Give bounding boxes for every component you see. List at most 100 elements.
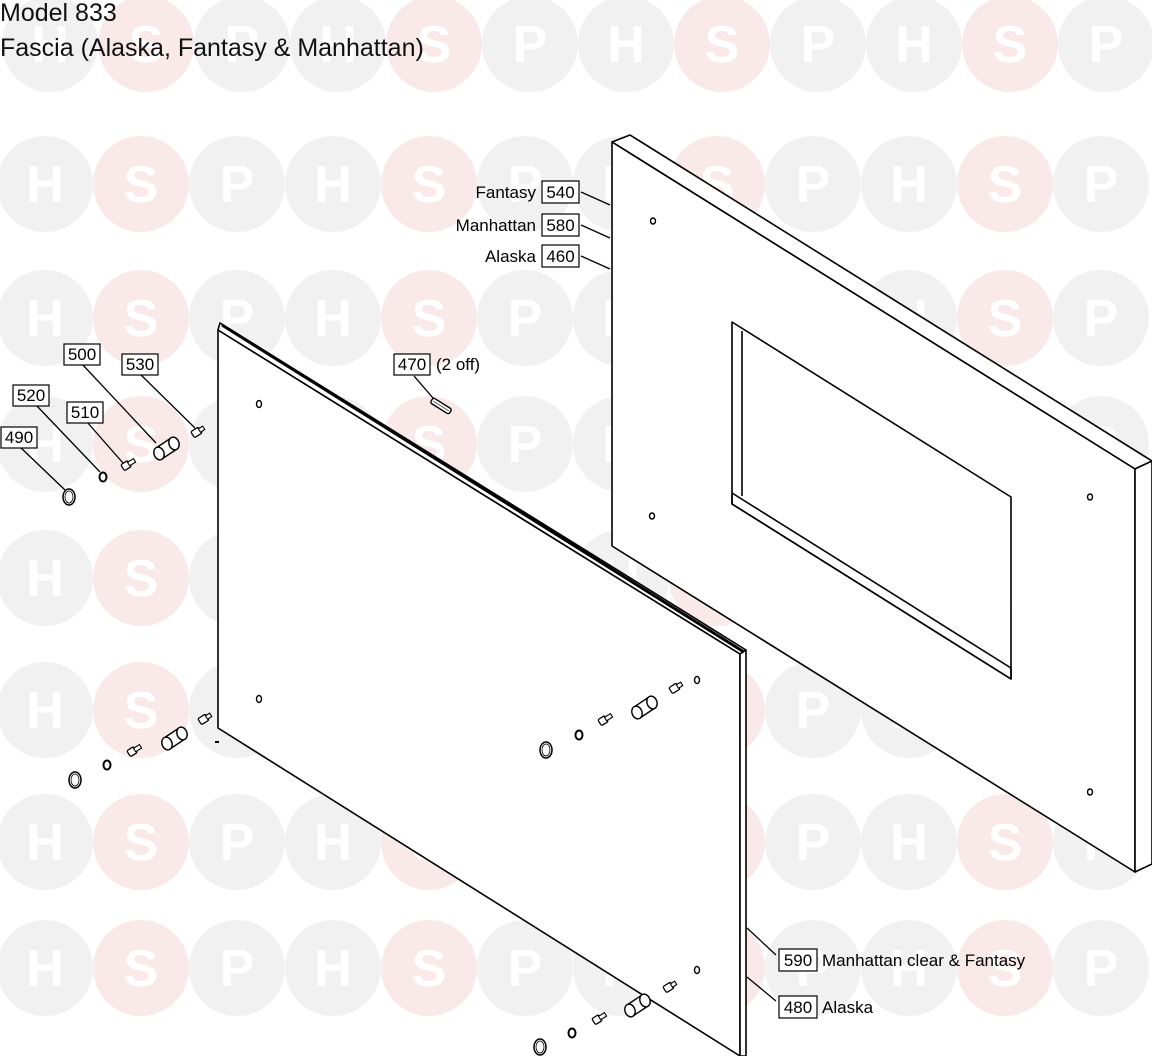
watermark-circle xyxy=(765,794,861,890)
screw xyxy=(126,743,143,757)
watermark-circle xyxy=(957,136,1053,232)
watermark-circle xyxy=(477,136,573,232)
watermark-circle xyxy=(386,0,482,92)
watermark-letter: P xyxy=(801,16,836,74)
watermark-circle xyxy=(194,0,290,92)
callout-470-part: 470 xyxy=(398,355,426,374)
watermark-circle xyxy=(93,270,189,366)
screw xyxy=(591,1011,608,1025)
callout-510-part: 510 xyxy=(71,403,99,422)
pin xyxy=(197,712,213,725)
watermark-circle xyxy=(866,0,962,92)
watermark-letter: H xyxy=(319,16,357,74)
frame-hole xyxy=(1086,788,1094,796)
o-ring-inner xyxy=(70,773,80,787)
watermark-circle xyxy=(381,920,477,1016)
watermark-letter: S xyxy=(124,940,159,998)
watermark-letter: S xyxy=(412,290,447,348)
fascia-frame xyxy=(611,134,1152,873)
watermark-circle xyxy=(861,794,957,890)
watermark-circle xyxy=(0,530,93,626)
watermark-letter: H xyxy=(26,156,64,214)
watermark-letter: H xyxy=(890,940,928,998)
watermark-letter: S xyxy=(124,550,159,608)
watermark-circle xyxy=(93,136,189,232)
watermark-letter: S xyxy=(988,290,1023,348)
watermark-letter: P xyxy=(796,156,831,214)
watermark-letter: P xyxy=(225,16,260,74)
callout-590-part: 590 xyxy=(784,951,812,970)
watermark-letter: H xyxy=(26,682,64,740)
frame-window-lip xyxy=(731,492,1012,680)
o-ring-inner xyxy=(535,1040,545,1054)
glass-hole xyxy=(693,675,701,685)
watermark-circle xyxy=(1053,920,1149,1016)
callout-520: 520 xyxy=(12,384,50,407)
watermark-circle xyxy=(93,662,189,758)
watermark-letter: P xyxy=(508,156,543,214)
watermark-circle xyxy=(957,794,1053,890)
washer xyxy=(574,729,584,741)
watermark-letter: H xyxy=(314,290,352,348)
watermark-letter: H xyxy=(890,156,928,214)
callout-520-part: 520 xyxy=(17,386,45,405)
callout-490-part: 490 xyxy=(5,428,33,447)
watermark-letter: P xyxy=(220,940,255,998)
o-ring-inner xyxy=(64,490,74,504)
watermark-circle xyxy=(861,920,957,1016)
frame-hole xyxy=(649,217,657,225)
callout-500: 500 xyxy=(63,343,101,366)
watermark-letter: H xyxy=(314,814,352,872)
watermark-circle xyxy=(93,794,189,890)
watermark-letter: P xyxy=(220,156,255,214)
spacer xyxy=(153,436,180,461)
watermark-circle xyxy=(381,270,477,366)
watermark-letter: H xyxy=(890,814,928,872)
hardware-set-lower-left xyxy=(68,712,213,789)
watermark-circle xyxy=(290,0,386,92)
spacer xyxy=(631,695,658,720)
watermark-letter: H xyxy=(26,814,64,872)
washer xyxy=(98,471,108,483)
watermark-letter: H xyxy=(607,16,645,74)
watermark-letter: H xyxy=(31,16,69,74)
watermark-circle xyxy=(285,920,381,1016)
watermark-letter: H xyxy=(314,940,352,998)
hardware-detached-set xyxy=(62,425,206,506)
callout-480-part: 480 xyxy=(784,998,812,1017)
glass-hole xyxy=(255,694,263,704)
callout-manhattan-part: 580 xyxy=(546,216,574,235)
watermark-circle xyxy=(0,662,93,758)
watermark-circle xyxy=(482,0,578,92)
title-block: Model 833 Fascia (Alaska, Fantasy & Manh… xyxy=(0,0,424,66)
watermark-circle xyxy=(93,920,189,1016)
watermark-circle xyxy=(381,136,477,232)
callout-fantasy-540: Fantasy 540 xyxy=(476,180,580,204)
watermark-circle xyxy=(477,920,573,1016)
callout-fantasy-part: 540 xyxy=(546,183,574,202)
diagram-subtitle: Fascia (Alaska, Fantasy & Manhattan) xyxy=(0,34,424,62)
callout-manhattan-name: Manhattan xyxy=(456,216,536,235)
pin xyxy=(190,425,206,438)
watermark-letter: P xyxy=(1084,290,1119,348)
watermark-circle xyxy=(0,920,93,1016)
watermark-letter: S xyxy=(705,16,740,74)
callout-480-note: Alaska xyxy=(822,998,874,1017)
watermark-circle xyxy=(957,920,1053,1016)
glass-edge-shadow xyxy=(221,323,745,654)
watermark-letter: H xyxy=(26,550,64,608)
watermark-letter: P xyxy=(513,16,548,74)
spacer xyxy=(624,993,651,1018)
pin xyxy=(668,681,684,694)
dowel-470 xyxy=(430,397,452,415)
glass-hole xyxy=(693,965,701,975)
screw xyxy=(120,457,137,471)
watermark-circle xyxy=(957,270,1053,366)
watermark-circle xyxy=(285,794,381,890)
watermark-letter: S xyxy=(417,16,452,74)
watermark-letter: S xyxy=(993,16,1028,74)
watermark-circle xyxy=(1058,0,1152,92)
o-ring-inner xyxy=(541,743,551,757)
watermark-circle xyxy=(477,270,573,366)
